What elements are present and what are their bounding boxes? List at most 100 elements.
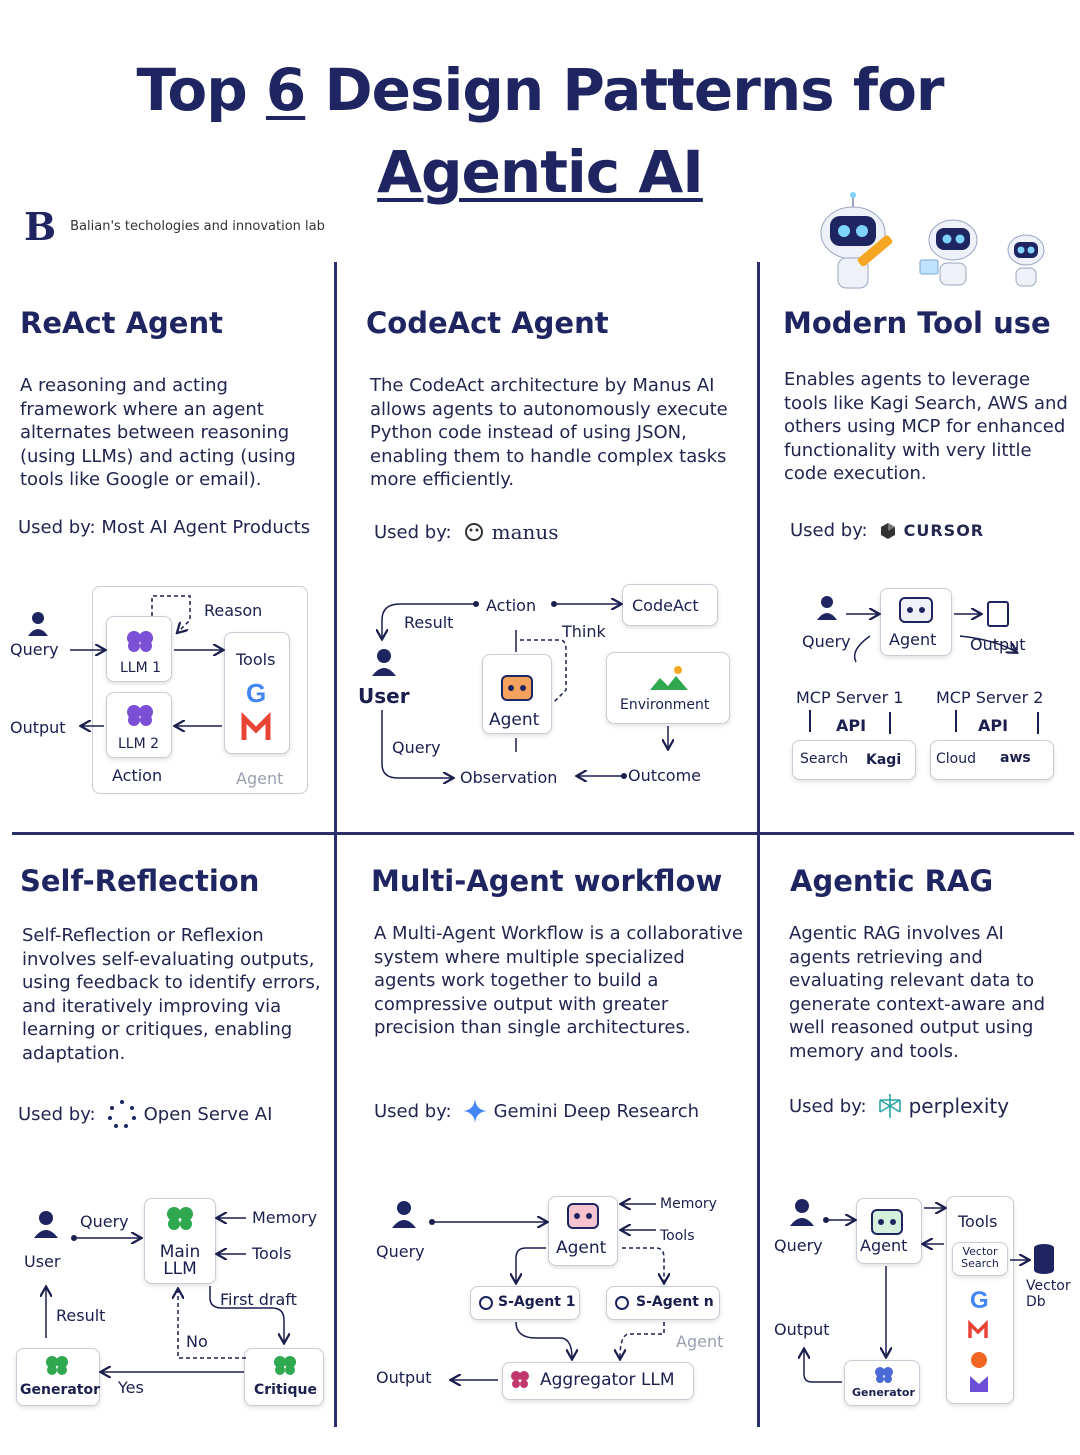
used-by-label: Used by: <box>790 520 868 541</box>
query-label: Query <box>376 1242 425 1261</box>
used-by-tool: Open Serve AI <box>106 1098 273 1130</box>
panel-title: ReAct Agent <box>20 306 223 340</box>
page-title-line2: Agentic AI <box>0 138 1080 206</box>
svg-text:G: G <box>246 678 266 708</box>
column-divider-2 <box>757 262 760 1427</box>
cursor-name: CURSOR <box>903 521 985 540</box>
title-part1: Top <box>136 56 266 124</box>
query-label: Query <box>802 632 851 651</box>
panel-title: CodeAct Agent <box>366 306 609 340</box>
no-label: No <box>186 1332 208 1351</box>
brand: B Balian's techologies and innovation la… <box>24 204 325 249</box>
title-part2: Design Patterns for <box>305 56 944 124</box>
multiagent-arrows <box>392 1190 750 1388</box>
tools-label: Tools <box>252 1244 292 1263</box>
react-diagram: G Query Output Reason LLM 1 LLM 2 Tools … <box>0 580 330 810</box>
agent-label: Agent <box>556 1238 607 1258</box>
reflection-arrows <box>34 1207 296 1420</box>
used-by-tool: perplexity <box>877 1092 1010 1120</box>
svg-text:G: G <box>970 1287 989 1314</box>
critique-label: Critique <box>254 1382 317 1398</box>
used-by-tool: Gemini Deep Research <box>462 1098 699 1124</box>
result-label: Result <box>56 1306 106 1325</box>
vector-search-box <box>952 1242 1008 1276</box>
brand-logo: B <box>24 204 57 249</box>
panel-title: Self-Reflection <box>20 864 260 898</box>
agent-label: Agent <box>889 630 937 649</box>
aws-label: aws <box>1000 750 1031 766</box>
agent-label: Agent <box>860 1236 908 1255</box>
query-label: Query <box>80 1212 129 1231</box>
codeact-arrows <box>372 580 688 810</box>
api-1-label: API <box>836 716 867 735</box>
sagent1-box <box>470 1286 580 1320</box>
panel-description: Enables agents to leverage tools like Ka… <box>784 369 1068 484</box>
rag-diagram: G Query Agent Tools Vector Search Vector… <box>760 1190 1075 1420</box>
reason-label: Reason <box>204 601 263 620</box>
aggregator-box <box>502 1362 694 1400</box>
vector-db-label: Vector Db <box>1026 1278 1071 1310</box>
sagent-1-label: S-Agent 1 <box>498 1294 576 1310</box>
mcp-server-1-label: MCP Server 1 <box>796 688 904 707</box>
agent-label: Agent <box>489 710 540 730</box>
cloud-label: Cloud <box>936 751 976 767</box>
query-label: Query <box>10 640 59 659</box>
sagent-n-label: S-Agent n <box>636 1294 714 1310</box>
panel-title: Modern Tool use <box>783 306 1051 340</box>
used-by: Used by: Gemini Deep Research <box>374 1098 699 1124</box>
perplexity-logo-icon <box>878 1094 901 1118</box>
panel-description: The CodeAct architecture by Manus AI all… <box>370 375 728 490</box>
user-label: User <box>24 1252 61 1271</box>
tools-label: Tools <box>958 1212 998 1231</box>
page-title-line1: Top 6 Design Patterns for <box>0 56 1080 124</box>
action-label: Action <box>486 596 537 615</box>
gemini-logo-icon <box>462 1099 487 1123</box>
think-label: Think <box>562 622 606 641</box>
panel-title: Agentic RAG <box>790 864 994 898</box>
first-draft-label: First draft <box>220 1290 297 1309</box>
used-by: Used by: Open Serve AI <box>18 1098 272 1130</box>
manus-name: manus <box>491 520 559 544</box>
query-label: Query <box>392 738 441 757</box>
search-label: Search <box>800 751 849 767</box>
output-label: Output <box>774 1320 830 1339</box>
yes-label: Yes <box>118 1378 144 1397</box>
gemini-name: Gemini Deep Research <box>493 1100 700 1122</box>
tooluse-arrows <box>809 596 1039 734</box>
environment-label: Environment <box>620 697 710 713</box>
vector-search-label: Vector Search <box>961 1245 999 1270</box>
observation-label: Observation <box>460 768 558 787</box>
brand-text: Balian's techologies and innovation lab <box>70 219 325 234</box>
tools-box <box>224 632 290 754</box>
kagi-label: Kagi <box>866 752 902 768</box>
perplexity-name: perplexity <box>908 1094 1010 1118</box>
codeact-label: CodeAct <box>632 596 699 615</box>
used-by-tool: CURSOR <box>878 521 985 541</box>
used-by-label: Used by: <box>374 521 452 543</box>
used-by: Used by: manus <box>374 520 559 544</box>
panel-description: A reasoning and acting framework where a… <box>20 375 296 490</box>
title-number: 6 <box>265 56 306 124</box>
panel-description: Self-Reflection or Reflexion involves se… <box>22 925 321 1064</box>
panel-description: A Multi-Agent Workflow is a collaborativ… <box>374 923 743 1038</box>
llm2-box <box>106 692 172 758</box>
openserve-name: Open Serve AI <box>143 1103 273 1125</box>
output-label: Output <box>376 1368 432 1387</box>
react-arrows: G <box>28 595 271 740</box>
agent-group-label: Agent <box>676 1332 724 1351</box>
used-by: Used by: Most AI Agent Products <box>18 517 311 538</box>
row-divider <box>12 832 1074 835</box>
cursor-logo-icon <box>880 522 895 539</box>
output-label: Output <box>10 718 66 737</box>
title-line2: Agentic AI <box>377 138 704 206</box>
mcp-server-2-label: MCP Server 2 <box>936 688 1044 707</box>
panel-title: Multi-Agent workflow <box>371 864 723 898</box>
query-label: Query <box>774 1236 823 1255</box>
used-by: Used by: CURSOR <box>790 520 984 541</box>
column-divider-1 <box>334 262 337 1427</box>
aws-box <box>930 740 1054 780</box>
reflection-diagram: Query User Main LLM Memory Tools Result … <box>0 1190 330 1420</box>
rag-arrows: G <box>790 1199 1054 1392</box>
tools-label: Tools <box>660 1228 695 1244</box>
used-by-label: Used by: <box>789 1095 867 1117</box>
